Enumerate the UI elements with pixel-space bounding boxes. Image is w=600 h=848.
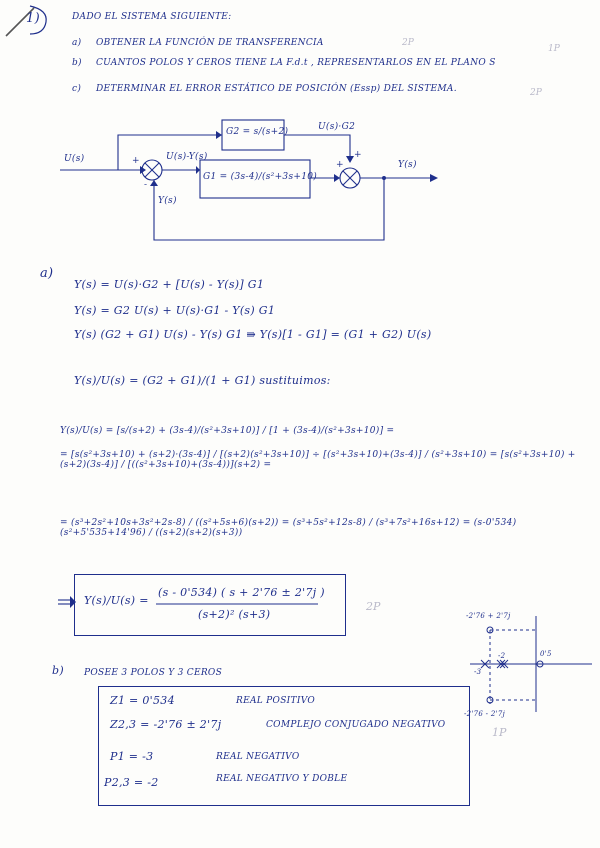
item-b-text: CUANTOS POLOS Y CEROS TIENE LA F.d.t , R… (96, 58, 496, 68)
root-row-2-sym: Z2,3 = -2'76 ± 2'7j (110, 718, 222, 731)
margin-note-a: 2P (402, 38, 414, 48)
s-plane-top-label: -2'76 + 2'7j (466, 612, 511, 620)
solution-a-line-5: Y(s)/U(s) = [s/(s+2) + (3s-4)/(s²+3s+10)… (60, 426, 395, 436)
result-denominator: (s+2)² (s+3) (198, 608, 271, 621)
sum2-sign-plus-g1: + (336, 160, 344, 170)
solution-a-line-4: Y(s)/U(s) = (G2 + G1)/(1 + G1) sustituim… (74, 374, 331, 387)
item-c-label: c) (72, 84, 82, 94)
s-plane-mid-label: -2 (498, 652, 506, 660)
item-c-text: DETERMINAR EL ERROR ESTÁTICO DE POSICIÓN… (96, 84, 457, 94)
margin-note-splane: 1P (492, 726, 507, 739)
root-row-4-sym: P2,3 = -2 (104, 776, 159, 789)
diagram-g2-out: U(s)·G2 (318, 122, 356, 132)
root-row-3-desc: REAL NEGATIVO (216, 752, 300, 762)
root-row-3-sym: P1 = -3 (110, 750, 154, 763)
item-a-label: a) (72, 38, 82, 48)
margin-note-result: 2P (366, 600, 381, 613)
diagram-feedback: Y(s) (158, 196, 177, 206)
sum2-sign-plus-g2: + (354, 150, 362, 160)
margin-note-b: 1P (548, 44, 560, 54)
solution-a-label: a) (40, 266, 54, 281)
root-row-1-sym: Z1 = 0'534 (110, 694, 175, 707)
item-a-text: OBTENER LA FUNCIÓN DE TRANSFERENCIA (96, 38, 324, 48)
root-row-2-desc: COMPLEJO CONJUGADO NEGATIVO (266, 720, 446, 730)
s-plane-right-label: 0'5 (540, 650, 552, 658)
root-row-4-desc: REAL NEGATIVO Y DOBLE (216, 774, 348, 784)
problem-number-text: 1) (26, 11, 40, 26)
s-plane-left-label: -3 (474, 668, 482, 676)
sum1-sign-plus: + (132, 156, 140, 166)
sum1-sign-minus: - (144, 180, 148, 190)
solution-b-label: b) (52, 664, 64, 677)
problem-intro: DADO EL SISTEMA SIGUIENTE: (72, 12, 232, 22)
result-numerator: (s - 0'534) ( s + 2'76 ± 2'7j ) (158, 586, 325, 599)
solution-a-line-3: Y(s) (G2 + G1) U(s) - Y(s) G1 ⇛ Y(s)[1 -… (74, 328, 432, 341)
diagram-input: U(s) (64, 154, 85, 164)
solution-a-line-1: Y(s) = U(s)·G2 + [U(s) - Y(s)] G1 (74, 278, 265, 291)
solution-a-line-6: = [s(s²+3s+10) + (s+2)·(3s-4)] / [(s+2)(… (60, 450, 576, 470)
result-box (74, 574, 346, 636)
solution-a-line-2: Y(s) = G2 U(s) + U(s)·G1 - Y(s) G1 (74, 304, 276, 317)
diagram-g2-block: G2 = s/(s+2) (226, 127, 289, 137)
roots-table (98, 686, 470, 806)
margin-note-c: 2P (530, 88, 542, 98)
item-b-label: b) (72, 58, 82, 68)
diagram-output: Y(s) (398, 160, 417, 170)
root-row-1-desc: REAL POSITIVO (236, 696, 316, 706)
diagram-g1-block: G1 = (3s-4)/(s²+3s+10) (203, 172, 318, 182)
solution-b-summary: POSEE 3 POLOS Y 3 CEROS (84, 668, 223, 678)
result-lhs: Y(s)/U(s) = (84, 594, 149, 607)
solution-a-line-7: = (s³+2s²+10s+3s²+2s-8) / ((s²+5s+6)(s+2… (60, 518, 517, 538)
s-plane-bottom-label: -2'76 - 2'7j (464, 710, 506, 718)
diagram-error: U(s)-Y(s) (166, 152, 208, 162)
